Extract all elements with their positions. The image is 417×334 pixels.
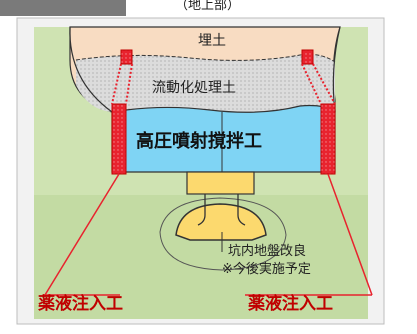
injection-dotted-left-a — [111, 63, 122, 105]
ground-improvement-zone — [159, 197, 287, 271]
injection-top-right — [301, 49, 314, 65]
leader-chemical-left — [44, 173, 120, 296]
label-high-pressure-jet: 高圧噴射撹拌工 — [136, 130, 262, 152]
header-subtitle: （地上部） — [175, 0, 241, 13]
shaft-block — [186, 171, 255, 195]
label-fill-soil: 埋土 — [198, 33, 226, 49]
injection-top-left — [120, 49, 133, 65]
pipe-line-right — [237, 194, 246, 226]
injection-column-right — [320, 103, 336, 175]
label-chemical-left: 薬液注入工 — [38, 293, 123, 314]
injection-dotted-left-b — [125, 63, 133, 105]
fluidized-soil-region — [76, 54, 335, 112]
label-fluidized-soil: 流動化処理土 — [152, 80, 236, 96]
label-ground-improvement-1: 坑内地盤改良 — [228, 243, 306, 259]
header-tab — [0, 0, 126, 16]
injection-dotted-right-a — [301, 63, 322, 105]
label-ground-improvement-2: ※今後実施予定 — [222, 261, 311, 277]
leader-chemical-right — [327, 173, 373, 296]
trench-wall-left — [69, 26, 113, 113]
injection-column-left — [111, 103, 127, 175]
pipe-line-left — [197, 194, 206, 226]
tunnel-section — [175, 203, 267, 241]
label-chemical-right: 薬液注入工 — [248, 293, 333, 314]
